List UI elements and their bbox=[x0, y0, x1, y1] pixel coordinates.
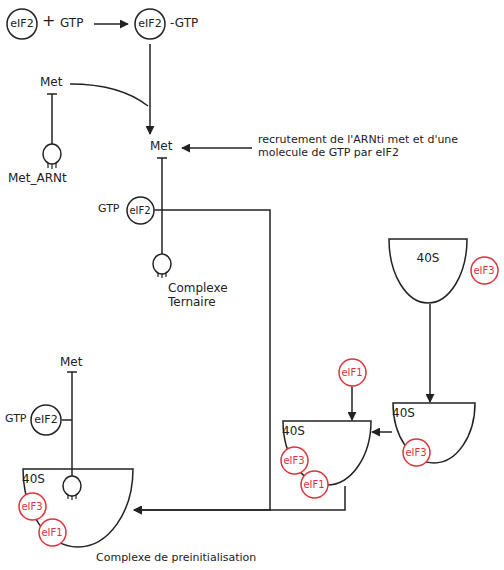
annotation-note: recrutement de l'ARNti met et d'une mole… bbox=[258, 134, 498, 159]
molecule-name: GTP bbox=[98, 203, 119, 216]
factor-name: eIF1 bbox=[41, 527, 62, 538]
ribosome-subunit: 40S bbox=[388, 238, 468, 304]
factor-circle: eIF1 bbox=[338, 358, 367, 387]
circle-outline bbox=[127, 197, 154, 224]
factor-name: eIF2 bbox=[138, 18, 161, 30]
circle-outline bbox=[301, 471, 328, 498]
circle-outline bbox=[471, 257, 498, 284]
connector-arrow bbox=[372, 431, 392, 433]
circle-outline bbox=[39, 519, 66, 546]
circle-outline bbox=[403, 439, 430, 466]
bowl-outline bbox=[389, 239, 467, 303]
factor-name: eIF2 bbox=[10, 18, 33, 30]
circle-outline bbox=[135, 9, 165, 39]
trna-symbol bbox=[153, 158, 171, 278]
factor-name: eIF3 bbox=[283, 455, 304, 466]
subunit-name: 40S bbox=[282, 425, 305, 438]
factor-name: eIF2 bbox=[34, 414, 57, 426]
factor-circle: eIF3 bbox=[18, 492, 47, 521]
complex-name: Complexe Ternaire bbox=[168, 282, 244, 310]
factor-circle: eIF2 bbox=[30, 404, 62, 436]
reaction-arrow bbox=[149, 44, 151, 134]
connector-arrow bbox=[429, 304, 431, 402]
amino-acid: Met bbox=[150, 140, 172, 154]
factor-circle: eIF2 bbox=[6, 8, 38, 40]
factor-circle: eIF2 bbox=[134, 8, 166, 40]
complex-name: Complexe de preinitialisation bbox=[96, 552, 256, 565]
ribosome-subunit: eIF3 eIF1 40S bbox=[22, 468, 134, 548]
molecule-name: GTP bbox=[5, 413, 26, 426]
factor-circle: eIF1 bbox=[38, 518, 67, 547]
circle-outline bbox=[281, 447, 308, 474]
factor-circle: eIF3 bbox=[280, 446, 309, 475]
factor-name: eIF3 bbox=[473, 265, 494, 276]
molecule-name: Met_ARNt bbox=[8, 172, 67, 186]
circle-outline bbox=[19, 493, 46, 520]
circle-outline bbox=[339, 359, 366, 386]
amino-acid: Met bbox=[60, 356, 82, 370]
factor-circle: eIF1 bbox=[300, 470, 329, 499]
molecule-name: -GTP bbox=[170, 17, 198, 31]
factor-name: eIF3 bbox=[405, 447, 426, 458]
factor-name: eIF1 bbox=[341, 367, 362, 378]
circle-outline bbox=[31, 405, 61, 435]
merge-curve bbox=[70, 84, 148, 106]
molecule-name: GTP bbox=[60, 17, 83, 31]
factor-name: eIF2 bbox=[129, 205, 150, 216]
factor-circle: eIF3 bbox=[470, 256, 499, 285]
subunit-name: 40S bbox=[417, 252, 440, 265]
trna-symbol bbox=[62, 372, 81, 500]
plus-sign: + bbox=[42, 12, 55, 30]
factor-name: eIF1 bbox=[303, 479, 324, 490]
factor-name: eIF3 bbox=[21, 501, 42, 512]
connector-arrow bbox=[134, 210, 270, 510]
subunit-name: 40S bbox=[392, 407, 415, 420]
amino-acid: Met bbox=[40, 76, 62, 90]
ribosome-subunit: eIF3eIF140S bbox=[282, 420, 372, 486]
bowl-outline bbox=[388, 238, 468, 304]
subunit-name: 40S bbox=[22, 473, 45, 486]
reaction-arrow bbox=[94, 23, 128, 25]
ribosome-subunit: eIF3 40S bbox=[392, 402, 476, 464]
circle-outline bbox=[7, 9, 37, 39]
trna-symbol bbox=[43, 94, 61, 169]
connector-arrow bbox=[351, 387, 353, 421]
factor-circle: eIF3 bbox=[402, 438, 431, 467]
note-arrow bbox=[182, 147, 252, 149]
factor-circle: eIF2 bbox=[126, 196, 155, 225]
